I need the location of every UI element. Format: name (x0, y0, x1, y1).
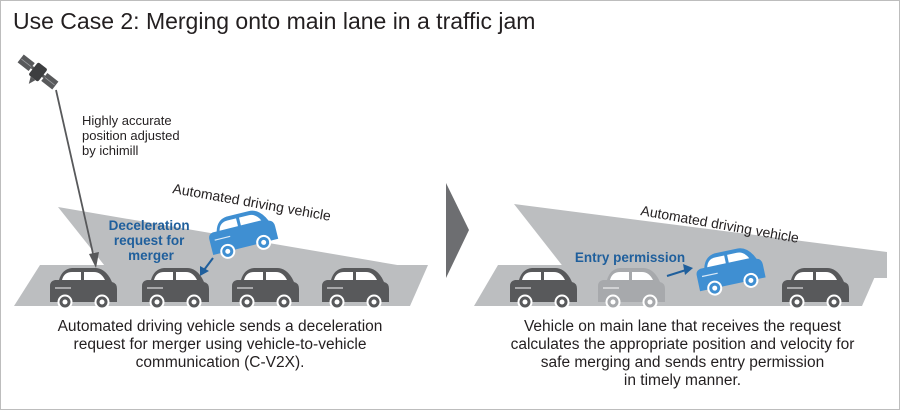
positioning-arrow-head (89, 252, 99, 268)
satellite-icon (17, 54, 59, 90)
permission-arrow-head (683, 264, 693, 275)
right-caption-line: calculates the appropriate position and … (510, 336, 855, 353)
right-panel: Automated driving vehicle Entry permissi… (474, 202, 887, 311)
right-caption-line: Vehicle on main lane that receives the r… (523, 318, 842, 335)
satellite-note-line: by ichimill (82, 143, 139, 158)
entry-permission-label: Entry permission (575, 250, 685, 265)
left-caption-line: request for merger using vehicle-to-vehi… (73, 336, 367, 353)
permission-arrow (666, 269, 687, 277)
request-arrow (203, 257, 214, 271)
figure-title: Use Case 2: Merging onto main lane in a … (13, 8, 536, 34)
right-caption-line: in timely manner. (623, 372, 742, 389)
next-step-chevron (446, 183, 469, 278)
satellite-note-line: Highly accurate (82, 113, 172, 128)
positioning-arrow (55, 89, 95, 259)
satellite-note: Highly accurate position adjusted by ich… (82, 113, 180, 158)
right-merging-lane (514, 204, 887, 278)
left-caption-line: Automated driving vehicle sends a decele… (57, 318, 383, 335)
left-caption: Automated driving vehicle sends a decele… (10, 318, 430, 372)
left-panel: Automated driving vehicle Deceleration r… (14, 54, 428, 311)
left-caption-line: communication (C-V2X). (135, 354, 305, 371)
right-caption: Vehicle on main lane that receives the r… (470, 318, 895, 390)
request-arrow-head (200, 266, 209, 276)
satellite-note-line: position adjusted (82, 128, 180, 143)
right-caption-line: safe merging and sends entry permission (540, 354, 825, 371)
deceleration-request-label: Deceleration request for merger (109, 218, 194, 263)
